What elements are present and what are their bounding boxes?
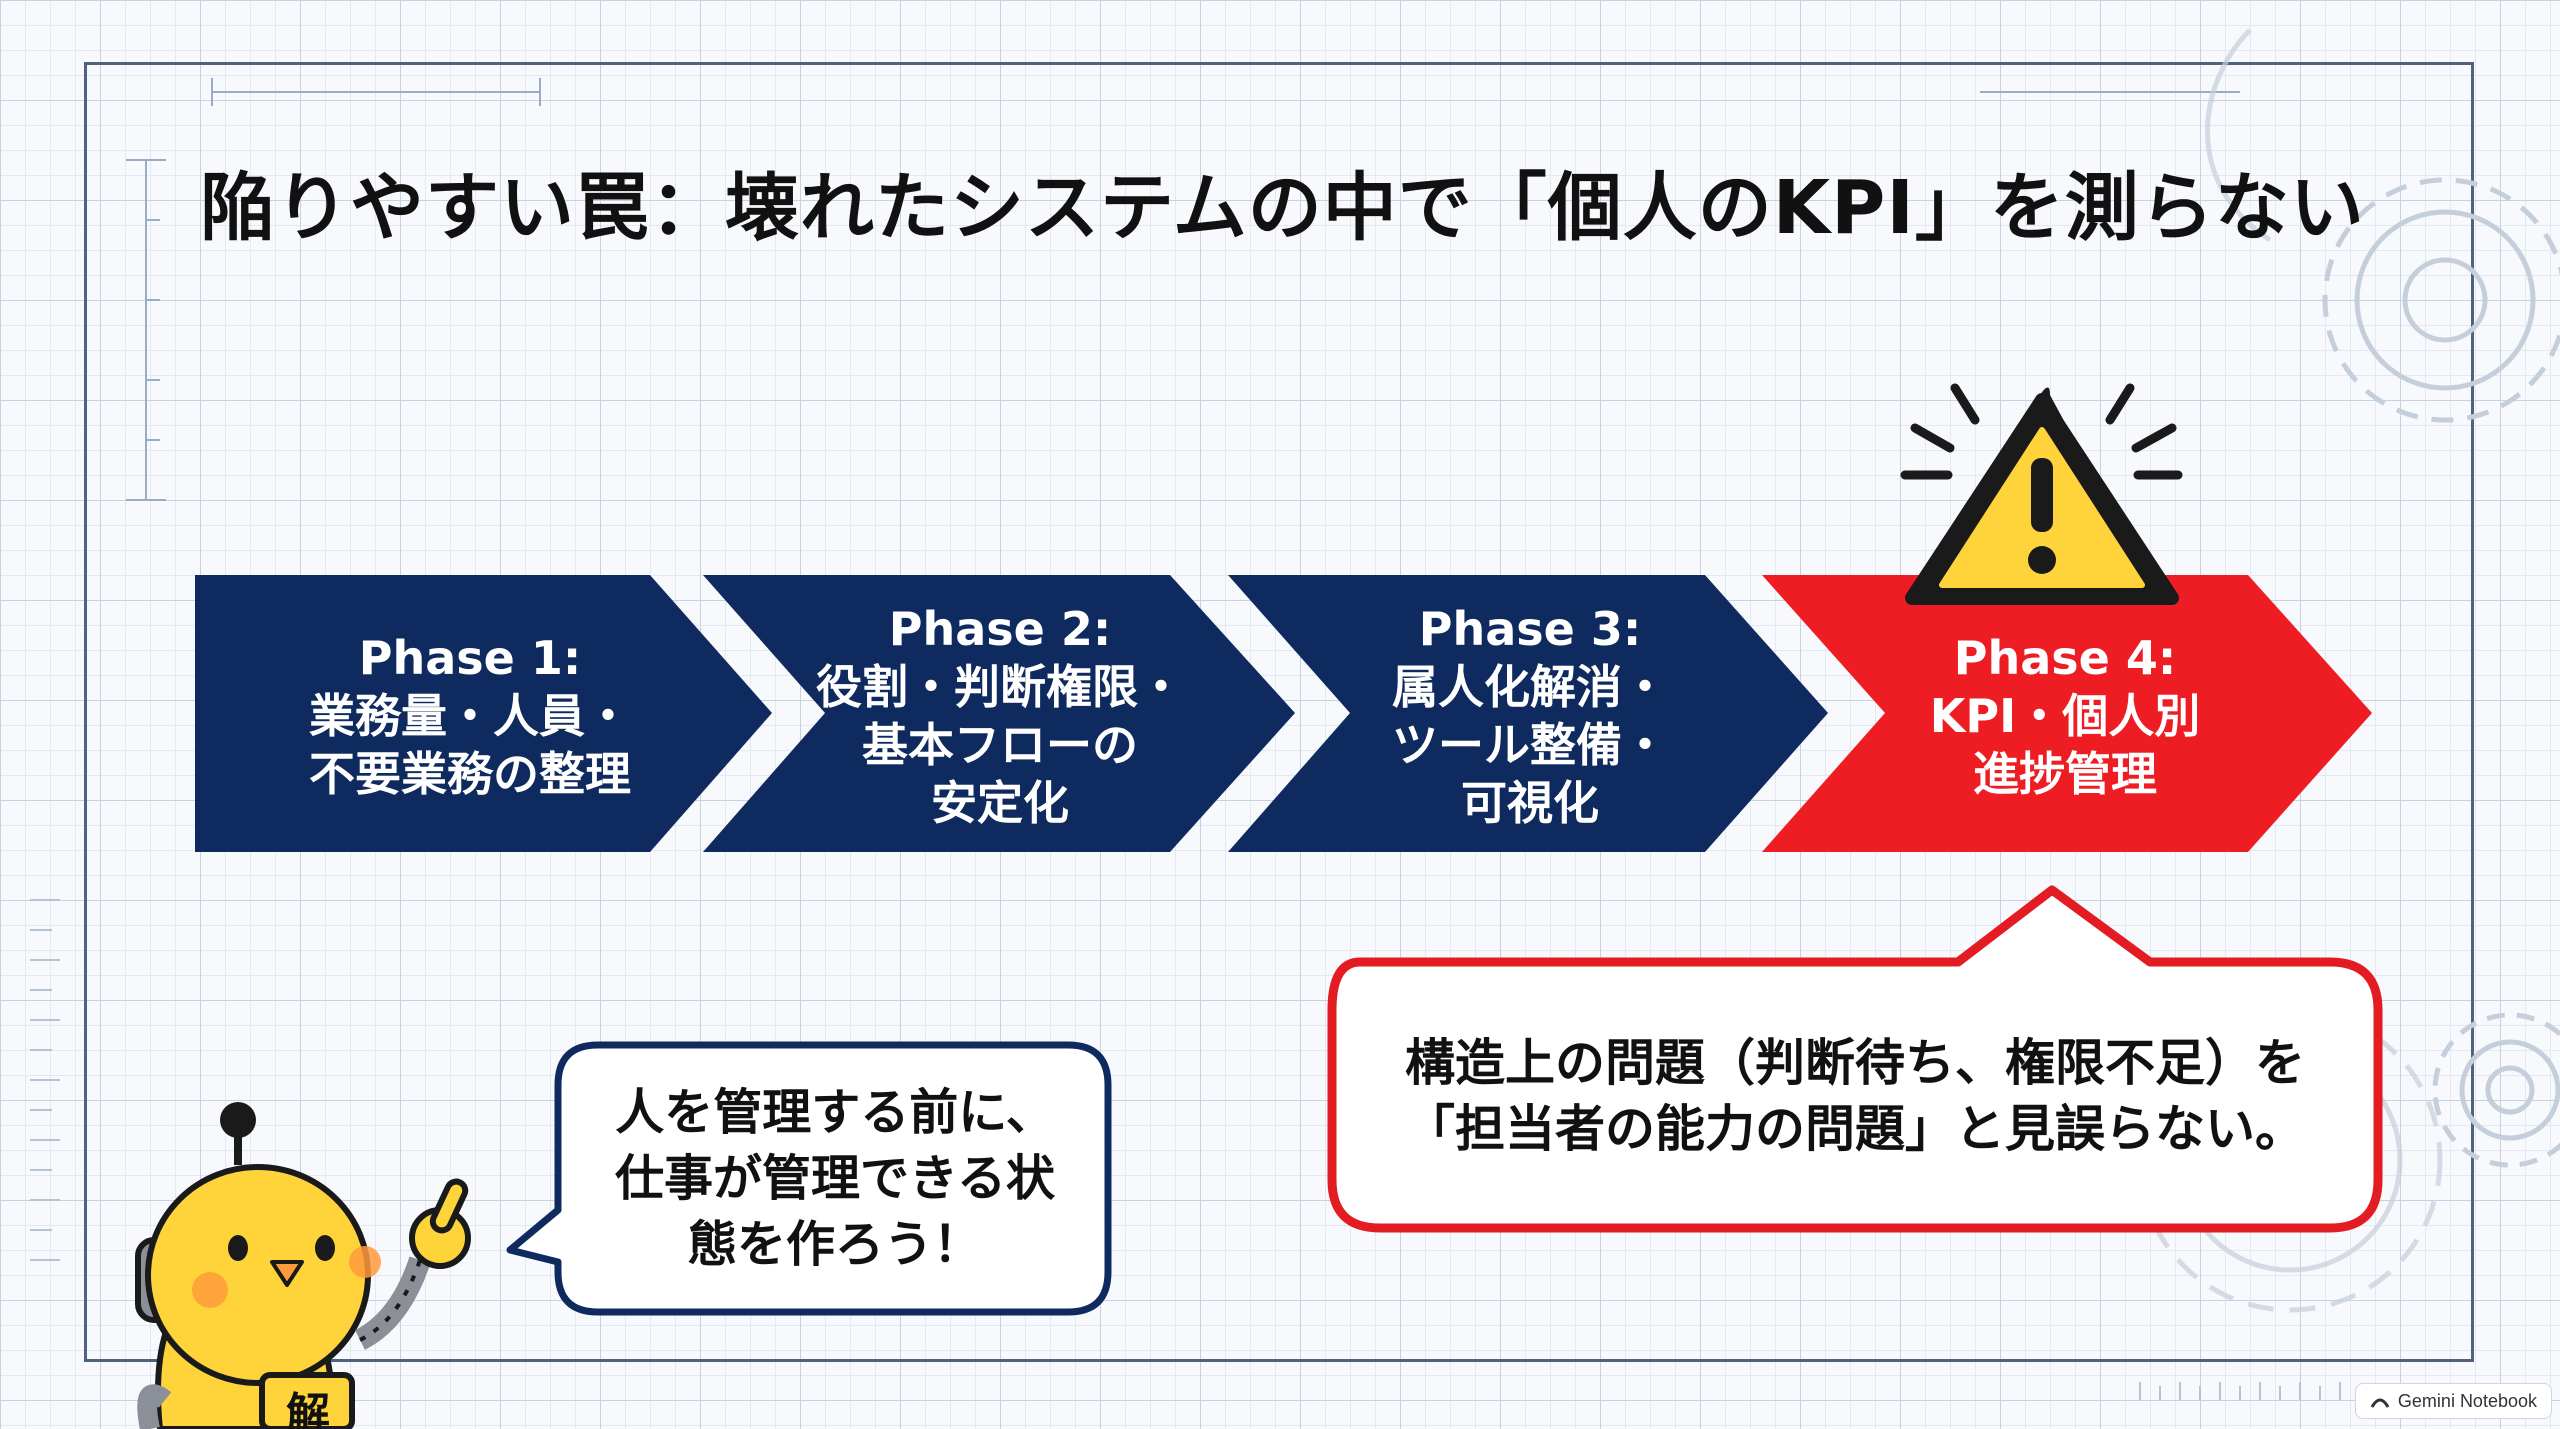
phase-2-text: Phase 2: 役割・判断権限・ 基本フローの 安定化 <box>780 600 1220 832</box>
blueprint-frame <box>84 62 2474 1362</box>
mascot-speech-bubble: 人を管理する前に、 仕事が管理できる状 態を作ろう！ <box>580 1080 1090 1278</box>
warning-callout-line-1: 構造上の問題（判断待ち、権限不足）を <box>1405 1034 2305 1092</box>
phase-4-line-2: 進捗管理 <box>1973 747 2157 801</box>
mascot-badge: 解 <box>286 1389 330 1429</box>
phase-1-text: Phase 1: 業務量・人員・ 不要業務の整理 <box>245 629 695 803</box>
phase-3-line-3: 可視化 <box>1461 776 1599 830</box>
phase-2-title: Phase 2: <box>888 602 1112 656</box>
phase-3-text: Phase 3: 属人化解消・ ツール整備・ 可視化 <box>1310 600 1750 832</box>
phase-2-line-2: 基本フローの <box>862 718 1138 772</box>
watermark-badge: Gemini Notebook <box>2354 1383 2552 1419</box>
watermark-text: Gemini Notebook <box>2397 1390 2537 1411</box>
speech-line-2: 仕事が管理できる状 <box>614 1150 1056 1207</box>
phase-1-line-2: 不要業務の整理 <box>309 747 631 801</box>
phase-3-title: Phase 3: <box>1418 602 1642 656</box>
notebook-icon <box>2370 1398 2390 1408</box>
phase-4-title: Phase 4: <box>1953 631 2177 685</box>
warning-callout: 構造上の問題（判断待ち、権限不足）を 「担当者の能力の問題」と見誤らない。 <box>1372 1030 2338 1162</box>
speech-line-1: 人を管理する前に、 <box>615 1084 1055 1141</box>
warning-callout-line-2: 「担当者の能力の問題」と見誤らない。 <box>1405 1100 2305 1158</box>
phase-2-line-1: 役割・判断権限・ <box>816 660 1184 714</box>
page-title: 陥りやすい罠：壊れたシステムの中で「個人のKPI」を測らない <box>200 165 2365 251</box>
phase-3-line-1: 属人化解消・ <box>1392 660 1668 714</box>
phase-1-line-1: 業務量・人員・ <box>309 689 631 743</box>
phase-1-title: Phase 1: <box>358 631 582 685</box>
phase-4-text: Phase 4: KPI・個人別 進捗管理 <box>1840 629 2290 803</box>
speech-line-3: 態を作ろう！ <box>687 1216 982 1273</box>
phase-4-line-1: KPI・個人別 <box>1929 689 2201 743</box>
phase-2-line-3: 安定化 <box>931 776 1069 830</box>
phase-3-line-2: ツール整備・ <box>1392 718 1668 772</box>
